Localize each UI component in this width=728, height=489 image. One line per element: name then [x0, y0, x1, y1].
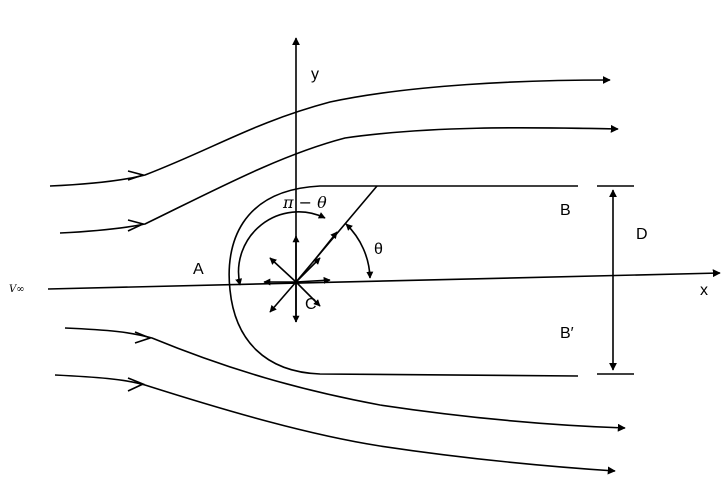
streamline-lower-inner-arrow: [134, 331, 153, 344]
streamline-upper-outer: [49, 76, 611, 187]
streamline-lower-inner: [64, 327, 626, 432]
stagnation-point-label: A: [193, 261, 204, 278]
source-point-label: C: [305, 296, 317, 313]
body-width-label: D: [636, 226, 648, 243]
streamline-lower-outer: [54, 374, 616, 475]
streamline-upper-outer-arrow: [127, 170, 146, 181]
theta-label: θ: [374, 241, 383, 258]
lower-surface-label: B′: [560, 325, 574, 342]
radius-arrow-segment: [312, 231, 338, 263]
pi-minus-theta-angle-arc: [235, 211, 326, 286]
upper-surface-label: B: [560, 202, 571, 219]
freestream-velocity-label: V∞: [9, 284, 25, 295]
streamline-upper-inner: [59, 124, 619, 234]
theta-angle-arc: [345, 223, 374, 279]
half-body-outline: [228, 185, 579, 377]
source-radial-arrows: [263, 235, 331, 323]
pi-minus-theta-label: π − θ: [282, 193, 327, 212]
y-axis-label: y: [311, 66, 319, 83]
streamline-lower-outer-arrow: [127, 377, 146, 392]
x-axis-label: x: [700, 282, 708, 299]
x-axis: [47, 269, 721, 290]
streamline-upper-inner-arrow: [127, 219, 146, 232]
